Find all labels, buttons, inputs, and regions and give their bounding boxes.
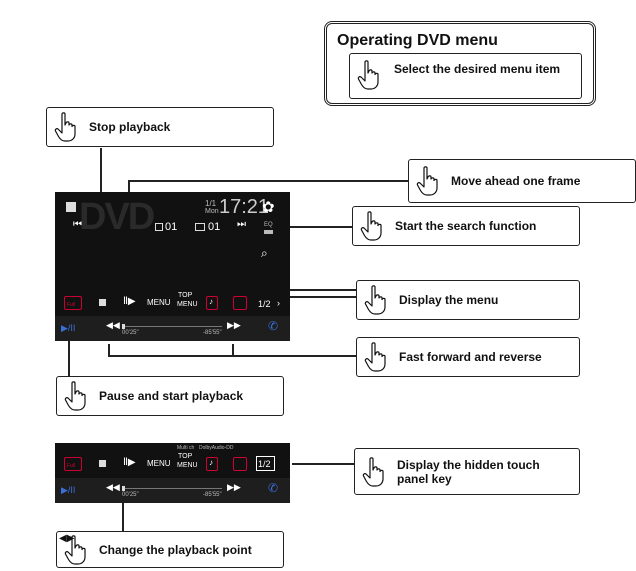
multichannel-indicator: Multi ch (177, 445, 195, 451)
audio-button[interactable]: ♪ (206, 296, 218, 310)
dvd-menu-panel: Operating DVD menu Select the desired me… (324, 21, 596, 106)
clock: 17:21 (219, 196, 270, 218)
hand-pointer-icon (364, 342, 386, 372)
previous-chapter-icon[interactable]: ⏮ (73, 219, 82, 230)
fast-forward-button[interactable]: ▶▶ (227, 320, 241, 330)
dolby-indicator: DolbyAudio-DD (199, 445, 234, 451)
progress-thumb[interactable] (122, 324, 125, 329)
fast-forward-callout: Fast forward and reverse (356, 337, 580, 377)
settings-gear-icon[interactable]: ✿ (262, 199, 275, 216)
hand-pointer-icon (360, 211, 382, 241)
move-ahead-callout: Move ahead one frame (408, 159, 636, 203)
playback-strip (55, 316, 290, 341)
full-screen-button[interactable]: Full (64, 296, 82, 310)
stop-playback-callout: Stop playback (46, 107, 274, 147)
music-note-icon: ♪ (209, 458, 213, 467)
search-label: Start the search function (395, 219, 537, 233)
frame-advance-button[interactable]: Ⅱ▶ (123, 457, 136, 468)
remaining-time: -85'55" (203, 492, 222, 498)
hand-pointer-icon (364, 285, 386, 315)
full-screen-label: Full (67, 463, 76, 469)
search-callout: Start the search function (352, 206, 580, 246)
search-icon[interactable]: ⌕ (261, 246, 268, 260)
frame-connector-h (128, 180, 414, 182)
eq-indicator: EQ (264, 222, 273, 228)
page-indicator: 1/2 (258, 459, 271, 469)
fast-forward-label: Fast forward and reverse (399, 350, 542, 364)
search-connector-h (268, 226, 356, 228)
chapter-icon (155, 223, 163, 231)
full-screen-button[interactable]: Full (64, 457, 82, 471)
date-day: 1/1 (205, 199, 217, 208)
menu-button[interactable]: MENU (147, 298, 171, 307)
frame-advance-button[interactable]: Ⅱ▶ (123, 296, 136, 307)
top-menu-label-bottom[interactable]: MENU (177, 301, 198, 308)
hidden-key-connector (292, 463, 354, 465)
dvd-touch-panel-screen: Multi ch DolbyAudio-DD Full Ⅱ▶ MENU TOP … (55, 443, 290, 503)
progress-track[interactable] (122, 488, 222, 489)
top-menu-label-bottom[interactable]: MENU (177, 462, 198, 469)
playback-strip (55, 478, 290, 503)
play-pause-button[interactable]: ▶/II (61, 485, 76, 495)
menu-button[interactable]: MENU (147, 459, 171, 468)
top-menu-label-top[interactable]: TOP (178, 292, 193, 299)
dvd-menu-title: Operating DVD menu (337, 32, 498, 49)
display-menu-callout: Display the menu (356, 280, 580, 320)
subtitle-button[interactable] (233, 457, 247, 471)
hidden-key-label: Display the hidden touch panel key (397, 457, 540, 486)
hand-pointer-icon (362, 456, 384, 487)
progress-thumb[interactable] (122, 486, 125, 491)
music-note-icon: ♪ (209, 297, 213, 306)
elapsed-time: 00'25" (122, 492, 139, 498)
subtitle-button[interactable] (233, 296, 247, 310)
level-meter-icon (264, 230, 273, 234)
drag-arrows-icon: ◀▶ (59, 533, 75, 544)
stop-playback-label: Stop playback (89, 120, 171, 134)
source-menu-icon[interactable] (66, 202, 76, 212)
progress-track[interactable] (122, 326, 222, 327)
full-screen-label: Full (67, 302, 76, 308)
phone-icon[interactable]: ✆ (268, 481, 279, 495)
elapsed-time: 00'25" (122, 330, 139, 336)
hand-pointer-icon (357, 60, 379, 90)
playback-point-callout: ◀▶ Change the playback point (56, 531, 284, 568)
pause-connector (68, 340, 70, 376)
display-menu-label: Display the menu (399, 293, 499, 307)
dvd-menu-item-callout: Select the desired menu item (349, 53, 582, 99)
rewind-button[interactable]: ◀◀ (106, 320, 120, 330)
ff-connector-l (108, 344, 110, 356)
ff-connector-h (108, 355, 356, 357)
pause-callout: Pause and start playback (56, 376, 284, 416)
chevron-right-icon[interactable]: › (277, 298, 280, 308)
title-icon (195, 223, 205, 231)
hidden-key-callout: Display the hidden touch panel key (354, 448, 580, 495)
dvd-playback-screen: DVD 1/1 Mon 17:21 ✿ ⏮ 01 01 ⏭ EQ ⌕ Full … (55, 192, 290, 341)
dvd-menu-item-label: Select the desired menu item (394, 62, 561, 76)
move-ahead-label: Move ahead one frame (451, 174, 581, 188)
next-chapter-icon[interactable]: ⏭ (237, 219, 246, 230)
page-key-button[interactable]: 1/2 (256, 456, 275, 471)
title-number: 01 (208, 221, 221, 233)
stop-button[interactable] (99, 299, 106, 306)
pause-label: Pause and start playback (99, 389, 244, 403)
play-pause-button[interactable]: ▶/II (61, 323, 76, 333)
top-menu-label-top[interactable]: TOP (178, 453, 193, 460)
hand-pointer-icon (416, 166, 438, 196)
playback-point-label: Change the playback point (99, 542, 252, 557)
dvd-logo: DVD (79, 196, 155, 238)
phone-icon[interactable]: ✆ (268, 319, 279, 333)
ff-connector-r (232, 344, 234, 356)
date-dow: Mon (205, 208, 219, 215)
stop-button[interactable] (99, 460, 106, 467)
fast-forward-button[interactable]: ▶▶ (227, 482, 241, 492)
remaining-time: -85'55" (203, 330, 222, 336)
chapter-number: 01 (165, 221, 178, 233)
hand-pointer-icon (64, 381, 86, 411)
hand-pointer-icon (54, 112, 76, 142)
page-indicator[interactable]: 1/2 (258, 299, 271, 309)
playback-point-connector (122, 503, 124, 531)
rewind-button[interactable]: ◀◀ (106, 482, 120, 492)
audio-button[interactable]: ♪ (206, 457, 218, 471)
